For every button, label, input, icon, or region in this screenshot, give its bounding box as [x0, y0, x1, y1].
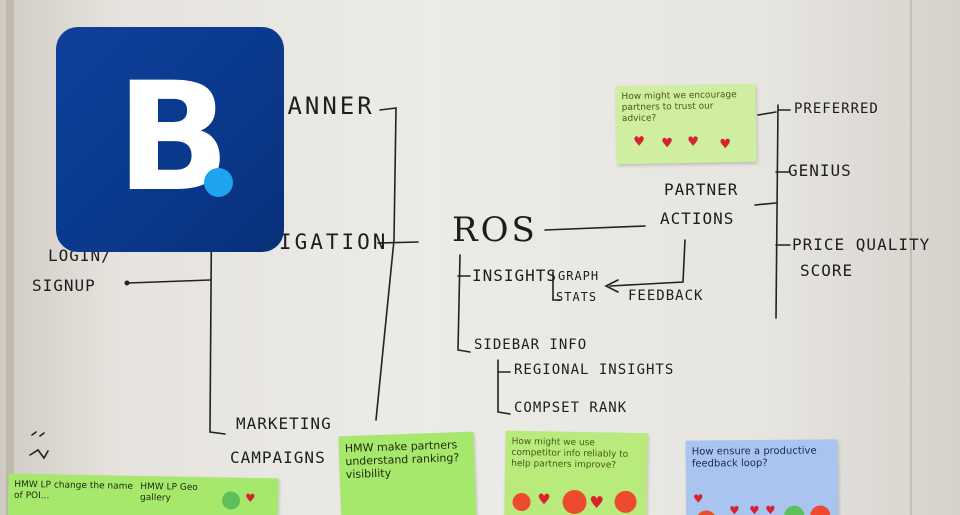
- heart-icon: ♥: [538, 489, 550, 511]
- vote-dot-red: [512, 492, 531, 512]
- vote-dot-red: [810, 505, 831, 515]
- sticky-note-text: HMW make partners understand ranking? vi…: [344, 438, 460, 482]
- sticky-note-bottom-left: HMW LP change the name of POI... HMW LP …: [7, 473, 279, 515]
- heart-icon: ♥: [662, 133, 673, 153]
- feedback-arrowhead: [604, 279, 619, 293]
- partner-label: PARTNER: [664, 180, 739, 199]
- sticky-note-text: How might we use competitor info reliabl…: [511, 436, 629, 471]
- heart-icon: ♥: [750, 503, 759, 515]
- paper-fold: [6, 0, 14, 515]
- sticky-note-text: How might we encourage partners to trust…: [621, 90, 737, 124]
- logo-dot: [204, 168, 233, 197]
- banner-label: BANNER: [270, 92, 375, 120]
- ros-to-partner: [544, 225, 646, 231]
- vote-dot-green: [784, 505, 805, 515]
- paper-edge: [910, 0, 912, 515]
- heart-icon: ♥: [590, 490, 603, 515]
- sticky-note-feedback-loop: How ensure a productive feedback loop? ♥…: [685, 439, 839, 515]
- banner-bracket: [375, 107, 397, 421]
- ros-label: ROS: [452, 210, 538, 250]
- vote-dot-red: [696, 510, 717, 515]
- right-bracket-vertical: [775, 104, 779, 319]
- preferred-label: PREFERRED: [794, 101, 879, 117]
- signup-connector: [127, 279, 211, 284]
- price-quality-label: PRICE QUALITY: [792, 235, 931, 254]
- heart-icon: ♥: [694, 491, 703, 508]
- right-bracket: [754, 202, 777, 206]
- marketing-scribble: [29, 448, 49, 460]
- heart-icon: ♥: [688, 131, 699, 151]
- heart-icon: ♥: [730, 503, 739, 515]
- heart-icon: ♥: [766, 502, 775, 515]
- sticky-note-text: How ensure a productive feedback loop?: [691, 445, 817, 470]
- heart-icon: ♥: [720, 134, 731, 154]
- marketing-tick: [31, 431, 45, 437]
- navigation-connector: [377, 241, 419, 244]
- booking-logo-icon: B: [56, 27, 284, 252]
- sidebar-info-label: SIDEBAR INFO: [474, 337, 588, 353]
- insights-tree: [457, 254, 471, 353]
- vote-dot-red: [562, 489, 587, 515]
- logo-letter: B: [116, 51, 231, 225]
- graph-label: GRAPH: [558, 269, 600, 283]
- graph-bracket: [552, 271, 561, 301]
- stats-label: STATS: [556, 290, 598, 304]
- feedback-label: FEEDBACK: [628, 288, 704, 304]
- note-connector: [757, 111, 777, 116]
- signup-dot: [124, 280, 130, 286]
- sticky-note-competitor: How might we use competitor info reliabl…: [504, 430, 648, 515]
- insights-label: INSIGHTS: [472, 266, 558, 285]
- heart-icon: ♥: [634, 131, 645, 151]
- sticky-note-text-2: HMW LP Geo gallery: [139, 481, 198, 504]
- signup-label: SIGNUP: [32, 276, 96, 295]
- campaigns-label: CAMPAIGNS: [230, 448, 326, 467]
- vote-dot-green: [221, 491, 241, 510]
- feedback-line: [609, 239, 686, 287]
- regional-insights-label: REGIONAL INSIGHTS: [514, 362, 675, 378]
- marketing-label: MARKETING: [236, 414, 332, 433]
- sticky-note-trust: How might we encourage partners to trust…: [615, 83, 757, 165]
- heart-icon: ♥: [245, 490, 255, 507]
- sidebar-tree: [497, 359, 511, 415]
- compset-rank-label: COMPSET RANK: [514, 400, 628, 416]
- sticky-note-ranking: HMW make partners understand ranking? vi…: [338, 431, 477, 515]
- actions-label: ACTIONS: [660, 209, 735, 228]
- vote-dot-red: [614, 490, 637, 514]
- genius-label: GENIUS: [788, 161, 852, 180]
- sticky-note-text: HMW LP change the name of POI...: [13, 479, 134, 502]
- score-label: SCORE: [800, 261, 854, 280]
